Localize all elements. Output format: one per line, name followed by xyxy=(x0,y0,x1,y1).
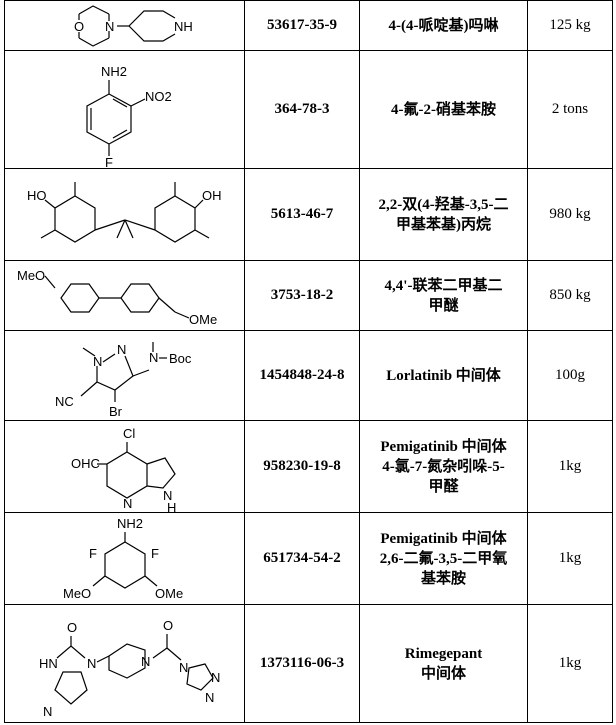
svg-text:OMe: OMe xyxy=(155,586,183,601)
structure-diagram: NH2 F F MeO OMe xyxy=(63,516,183,601)
svg-text:Br: Br xyxy=(109,404,123,419)
svg-text:N: N xyxy=(123,496,132,511)
quantity: 1kg xyxy=(527,420,613,513)
svg-text:N: N xyxy=(211,670,220,685)
quantity: 2 tons xyxy=(527,50,613,169)
structure-diagram: O N NH xyxy=(74,4,193,47)
product-name: Lorlatinib 中间体 xyxy=(359,330,528,421)
svg-text:OHC: OHC xyxy=(71,456,100,471)
svg-text:NH: NH xyxy=(174,19,193,34)
structure-cell: HO OH xyxy=(4,168,245,261)
svg-text:HN: HN xyxy=(39,656,58,671)
structure-diagram: N N N Boc NC Br xyxy=(55,341,192,419)
product-name: 4-(4-哌啶基)吗啉 xyxy=(359,0,528,51)
table-row: O HN N N N O N N N 1373116-06-3 xyxy=(4,604,613,723)
structure-diagram: NH2 NO2 F xyxy=(86,64,172,168)
svg-text:N: N xyxy=(87,656,96,671)
table-row: NH2 F F MeO OMe 651734-54-2 Pemigatinib … xyxy=(4,512,613,605)
svg-text:OH: OH xyxy=(202,188,222,203)
structure-diagram: MeO OMe xyxy=(17,268,217,327)
cas-number: 364-78-3 xyxy=(244,50,360,169)
cas-number: 1373116-06-3 xyxy=(244,604,360,723)
svg-text:O: O xyxy=(74,19,84,34)
quantity: 1kg xyxy=(527,604,613,723)
cas-number: 1454848-24-8 xyxy=(244,330,360,421)
structure-diagram: O HN N N N O N N N xyxy=(39,618,220,719)
svg-text:Boc: Boc xyxy=(169,351,192,366)
svg-text:F: F xyxy=(151,546,159,561)
structure-cell: NH2 F F MeO OMe xyxy=(4,512,245,605)
svg-text:N: N xyxy=(205,690,214,705)
svg-text:O: O xyxy=(163,618,173,633)
cas-number: 53617-35-9 xyxy=(244,0,360,51)
product-table: O N NH 53617-35-9 4-(4-哌啶基)吗啉 125 kg NH2… xyxy=(4,0,613,723)
svg-text:N: N xyxy=(141,654,150,669)
quantity: 125 kg xyxy=(527,0,613,51)
svg-text:N: N xyxy=(179,660,188,675)
structure-cell: Cl OHC N N H xyxy=(4,420,245,513)
quantity: 980 kg xyxy=(527,168,613,261)
svg-text:N: N xyxy=(163,488,172,503)
structure-diagram: Cl OHC N N H xyxy=(71,426,176,512)
table-row: Cl OHC N N H 958230-19-8 Pemigatinib 中间体… xyxy=(4,420,613,513)
cas-number: 5613-46-7 xyxy=(244,168,360,261)
cas-number: 651734-54-2 xyxy=(244,512,360,605)
svg-text:OMe: OMe xyxy=(189,312,217,327)
table-row: O N NH 53617-35-9 4-(4-哌啶基)吗啉 125 kg xyxy=(4,0,613,51)
svg-text:F: F xyxy=(89,546,97,561)
svg-text:O: O xyxy=(67,620,77,635)
svg-text:HO: HO xyxy=(27,188,47,203)
structure-cell: O N NH xyxy=(4,0,245,51)
structure-cell: NH2 NO2 F xyxy=(4,50,245,169)
structure-diagram: HO OH xyxy=(27,181,222,243)
svg-text:N: N xyxy=(149,350,158,365)
structure-cell: O HN N N N O N N N xyxy=(4,604,245,723)
table-row: HO OH 5613-46-7 2,2-双(4-羟基-3,5-二甲基苯基)丙烷 … xyxy=(4,168,613,261)
product-name: 2,2-双(4-羟基-3,5-二甲基苯基)丙烷 xyxy=(359,168,528,261)
table-row: NH2 NO2 F 364-78-3 4-氟-2-硝基苯胺 2 tons xyxy=(4,50,613,169)
svg-text:N: N xyxy=(117,342,126,357)
table-row: N N N Boc NC Br 1454848-24-8 Lorlatinib … xyxy=(4,330,613,421)
svg-text:H: H xyxy=(167,500,176,512)
svg-text:Cl: Cl xyxy=(123,426,135,441)
table-row: MeO OMe 3753-18-2 4,4'-联苯二甲基二甲醚 850 kg xyxy=(4,260,613,331)
svg-text:MeO: MeO xyxy=(63,586,91,601)
svg-text:NO2: NO2 xyxy=(145,89,172,104)
quantity: 1kg xyxy=(527,512,613,605)
svg-text:MeO: MeO xyxy=(17,268,45,283)
svg-text:F: F xyxy=(105,155,113,168)
cas-number: 958230-19-8 xyxy=(244,420,360,513)
svg-text:N: N xyxy=(105,19,114,34)
cas-number: 3753-18-2 xyxy=(244,260,360,331)
svg-text:N: N xyxy=(93,354,102,369)
svg-text:NH2: NH2 xyxy=(101,64,127,79)
svg-text:NH2: NH2 xyxy=(117,516,143,531)
structure-cell: N N N Boc NC Br xyxy=(4,330,245,421)
product-name: 4,4'-联苯二甲基二甲醚 xyxy=(359,260,528,331)
quantity: 100g xyxy=(527,330,613,421)
svg-text:N: N xyxy=(43,704,52,719)
structure-cell: MeO OMe xyxy=(4,260,245,331)
quantity: 850 kg xyxy=(527,260,613,331)
svg-text:NC: NC xyxy=(55,394,74,409)
product-name: 4-氟-2-硝基苯胺 xyxy=(359,50,528,169)
